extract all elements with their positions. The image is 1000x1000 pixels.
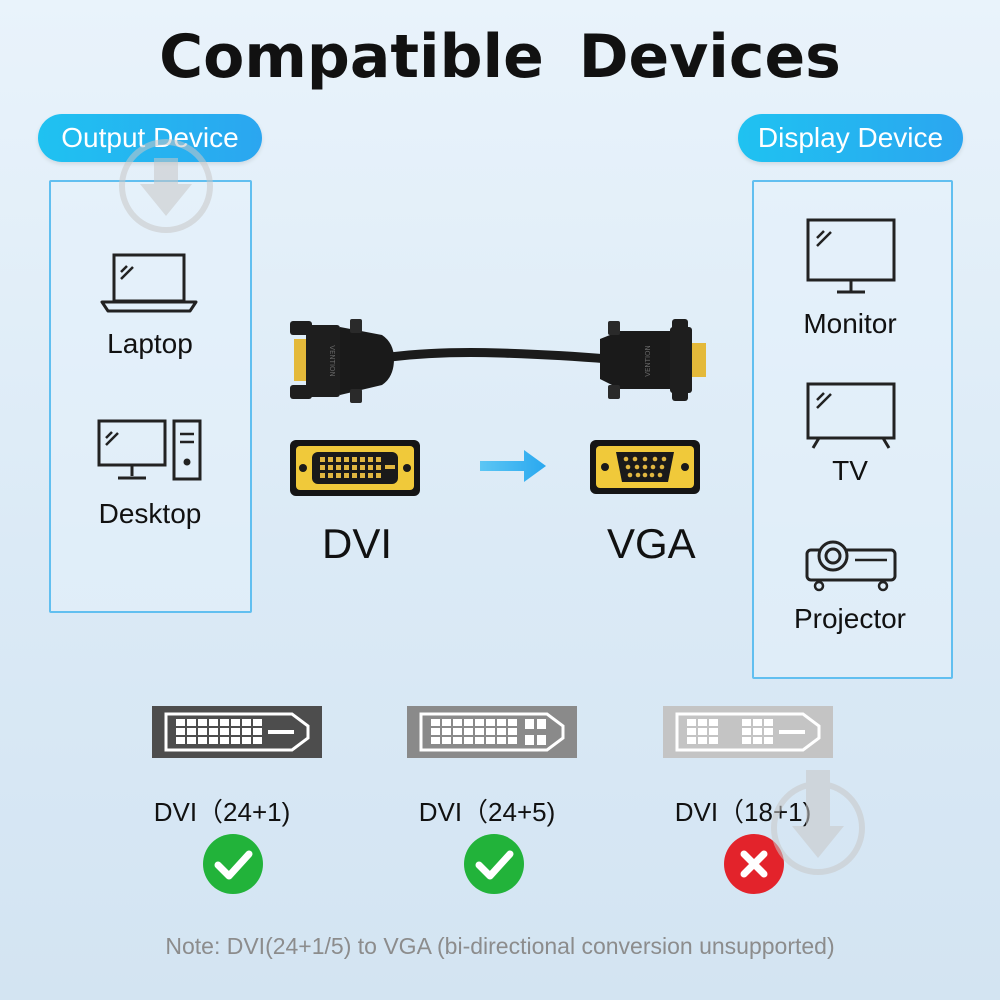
output-device-pill: Output Device [38, 114, 262, 162]
dvi-18-1-diagram [663, 706, 833, 758]
desktop-icon [97, 419, 202, 481]
device-label-laptop: Laptop [107, 328, 193, 359]
dvi-type-label-24-1: DVI（24+1) [153, 797, 291, 827]
svg-text:VENTION: VENTION [328, 345, 336, 377]
watermark-icon [119, 139, 213, 233]
dvi-24-5-diagram [407, 706, 577, 758]
device-label-desktop: Desktop [98, 498, 202, 529]
monitor-icon [806, 218, 896, 294]
footer-note: Note: DVI(24+1/5) to VGA (bi-directional… [165, 933, 835, 959]
laptop-icon [100, 253, 198, 313]
watermark-icon [771, 770, 865, 875]
tv-icon [806, 382, 896, 449]
dvi-type-label-18-1: DVI（18+1) [674, 797, 812, 827]
supported-check-icon [463, 833, 525, 895]
device-label-tv: TV [832, 455, 868, 486]
dvi-to-vga-cable-image: VENTION VENTION [290, 319, 706, 403]
dvi-24-1-diagram [152, 706, 322, 758]
output-device-panel [49, 180, 252, 613]
dvi-type-label-24-5: DVI（24+5) [418, 797, 556, 827]
projector-icon [805, 540, 897, 592]
cable-from-label: DVI [322, 520, 393, 567]
display-device-pill: Display Device [738, 114, 963, 162]
svg-text:VENTION: VENTION [644, 345, 652, 377]
cable-to-label: VGA [607, 520, 696, 567]
supported-check-icon [202, 833, 264, 895]
vga-connector-face-icon [590, 440, 700, 494]
device-label-monitor: Monitor [803, 308, 897, 339]
display-device-panel [752, 180, 953, 679]
device-label-projector: Projector [793, 603, 907, 634]
page-title: Compatible Devices [159, 22, 841, 92]
dvi-connector-face-icon [290, 440, 420, 496]
arrow-right-icon [480, 450, 546, 482]
unsupported-x-icon [723, 833, 785, 895]
